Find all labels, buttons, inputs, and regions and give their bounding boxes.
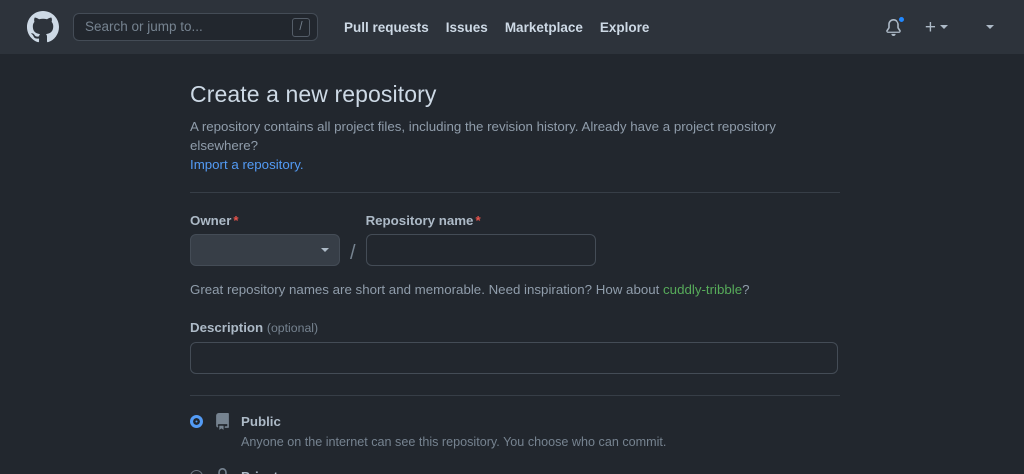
description-optional-note: (optional) <box>266 320 319 335</box>
page-description: A repository contains all project files,… <box>190 118 776 154</box>
visibility-public-text: Public Anyone on the internet can see th… <box>241 413 666 451</box>
search-placeholder: Search or jump to... <box>85 20 203 34</box>
chevron-down-icon <box>321 248 329 253</box>
repo-name-label-text: Repository name <box>365 213 474 229</box>
repo-name-field-group: Repository name* <box>365 213 596 267</box>
main-content: Create a new repository A repository con… <box>0 54 1024 474</box>
repo-name-input[interactable] <box>365 234 596 267</box>
description-field-group: Description (optional) <box>190 320 840 374</box>
divider-top <box>190 192 840 194</box>
radio-private[interactable] <box>190 469 203 474</box>
visibility-public-title: Public <box>241 413 281 429</box>
search-input[interactable]: Search or jump to... / <box>73 13 318 41</box>
repo-name-suggestion-link[interactable]: cuddly-tribble <box>663 282 743 298</box>
owner-name-separator: / <box>350 242 356 265</box>
notification-unread-badge <box>896 15 906 24</box>
hint-suffix: ? <box>742 282 750 298</box>
repo-book-icon <box>214 412 231 430</box>
account-menu-button[interactable] <box>986 25 994 29</box>
create-new-button[interactable]: + <box>925 18 948 37</box>
owner-and-name-row: Owner* / Repository name* <box>190 213 840 267</box>
hint-prefix: Great repository names are short and mem… <box>190 282 664 298</box>
github-mark-icon[interactable] <box>27 11 59 43</box>
visibility-public-subtitle: Anyone on the internet can see this repo… <box>241 434 667 449</box>
chevron-down-icon <box>940 25 948 29</box>
nav-item-explore[interactable]: Explore <box>599 19 650 35</box>
owner-required-mark: * <box>233 213 239 229</box>
visibility-private-text: Private You choose who can see and commi… <box>241 468 548 474</box>
global-header: Search or jump to... / Pull requests Iss… <box>0 0 1024 54</box>
plus-icon: + <box>924 16 936 38</box>
divider-visibility <box>190 394 840 396</box>
nav-item-issues[interactable]: Issues <box>445 19 488 35</box>
visibility-option-private[interactable]: Private You choose who can see and commi… <box>190 467 840 474</box>
visibility-private-title: Private <box>241 468 548 474</box>
radio-public[interactable] <box>190 414 203 428</box>
description-label: Description (optional) <box>190 320 840 335</box>
lock-icon <box>214 467 231 474</box>
visibility-option-public[interactable]: Public Anyone on the internet can see th… <box>190 412 840 451</box>
owner-field-group: Owner* <box>190 213 340 267</box>
owner-select[interactable] <box>190 234 340 267</box>
owner-label-text: Owner <box>190 213 232 229</box>
search-shortcut-badge: / <box>292 17 310 37</box>
import-repository-link[interactable]: Import a repository. <box>190 157 304 173</box>
repo-name-required-mark: * <box>475 213 481 229</box>
avatar-chevron-down-icon <box>986 25 994 29</box>
header-actions: + <box>881 14 1008 40</box>
description-input[interactable] <box>190 341 838 374</box>
description-label-text: Description <box>190 319 264 335</box>
repo-name-hint: Great repository names are short and mem… <box>190 280 840 299</box>
notifications-button[interactable] <box>881 14 907 40</box>
nav-item-marketplace[interactable]: Marketplace <box>504 19 583 35</box>
primary-nav: Pull requests Issues Marketplace Explore <box>344 20 649 35</box>
nav-item-pull-requests[interactable]: Pull requests <box>344 19 429 35</box>
repo-name-label: Repository name* <box>366 213 596 228</box>
owner-label: Owner* <box>190 213 340 228</box>
page-title: Create a new repository <box>190 81 437 107</box>
